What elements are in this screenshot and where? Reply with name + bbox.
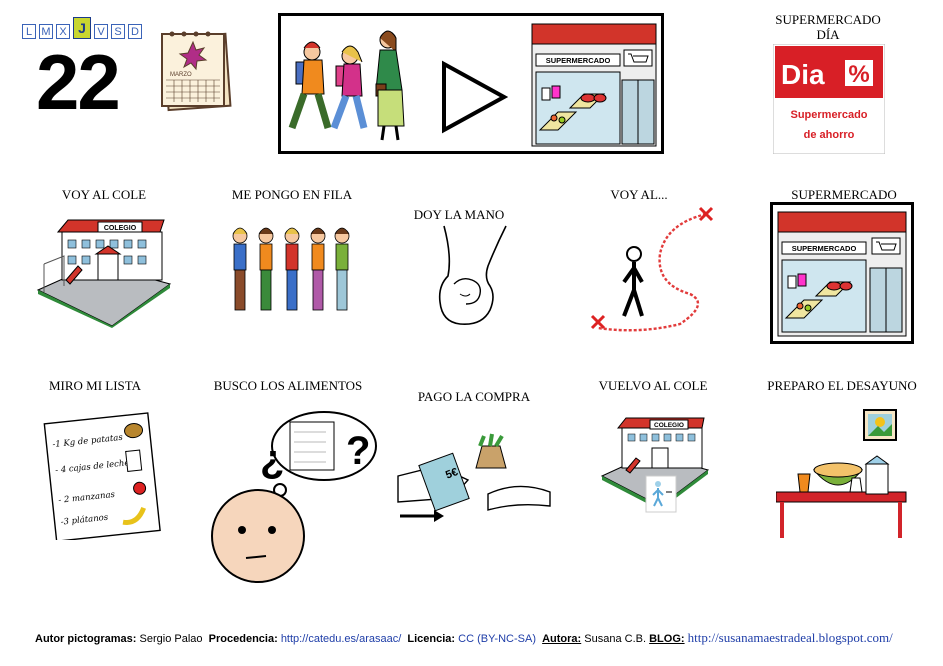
- return-school-icon: COLEGIO: [600, 417, 710, 513]
- thinking-face-icon: ¿ ?: [211, 411, 377, 583]
- banner-walk-to-supermarket: [278, 13, 664, 154]
- store-header-line1: SUPERMERCADO: [775, 12, 881, 27]
- step-pago-label: PAGO LA COMPRA: [417, 389, 531, 404]
- banknote-value: 5€: [444, 466, 460, 481]
- school-sign: COLEGIO: [104, 225, 137, 232]
- footer-blog-link[interactable]: http://susanamaestradeal.blogspot.com/: [687, 630, 893, 645]
- footer-author-value: Sergio Palao: [139, 633, 203, 645]
- calendar-month: MARZO: [170, 72, 192, 78]
- calendar-icon: MARZO: [161, 31, 232, 112]
- paying-icon: 5€: [397, 433, 551, 522]
- store-sign-text: SUPERMERCADO: [546, 56, 611, 65]
- question-close-icon: ?: [346, 429, 370, 473]
- day-number: 22: [36, 38, 121, 126]
- store-header: SUPERMERCADO DÍA: [772, 12, 884, 42]
- step-voy-al-label: VOY AL...: [610, 187, 668, 202]
- weekday-d: D: [128, 24, 142, 39]
- step-mano-label: DOY LA MANO: [413, 207, 505, 222]
- shopping-list-icon: -1 Kg de patatas - 4 cajas de leche - 2 …: [43, 412, 161, 540]
- step-lista-label: MIRO MI LISTA: [48, 378, 142, 393]
- footer-license-key: Licencia:: [407, 633, 456, 645]
- store-header-line2: DÍA: [816, 27, 840, 42]
- footer-blog-key: BLOG:: [649, 633, 685, 645]
- weekday-strip: L M X J V S D: [22, 17, 142, 39]
- framed-store-sign: SUPERMERCADO: [792, 244, 857, 253]
- holding-hands-icon: [438, 225, 507, 326]
- dia-logo-symbol: %: [848, 61, 869, 88]
- credits-footer: Autor pictogramas: Sergio Palao Proceden…: [35, 630, 893, 646]
- step-desayuno-label: PREPARO EL DESAYUNO: [767, 378, 917, 393]
- breakfast-table-icon: [776, 409, 907, 538]
- supermarket-icon: SUPERMERCADO: [531, 23, 657, 147]
- weekday-j-active: J: [73, 17, 91, 39]
- step-fila-label: ME PONGO EN FILA: [231, 187, 353, 202]
- route-path-icon: [590, 206, 714, 332]
- step-voy-al-cole-label: VOY AL COLE: [61, 187, 147, 202]
- footer-license-link[interactable]: CC (BY-NC-SA): [458, 633, 536, 645]
- supermarket-framed-icon: SUPERMERCADO: [770, 202, 914, 344]
- step-alimentos-label: BUSCO LOS ALIMENTOS: [213, 378, 363, 393]
- dia-logo: Dia % Supermercado de ahorro: [773, 44, 885, 154]
- weekday-l: L: [22, 24, 36, 39]
- weekday-s: S: [111, 24, 125, 39]
- dia-logo-sub1: Supermercado: [790, 109, 867, 121]
- footer-by-value: Susana C.B.: [584, 633, 647, 645]
- footer-by-key: Autora:: [542, 633, 582, 645]
- weekday-x: X: [56, 24, 70, 39]
- dia-logo-sub2: de ahorro: [804, 129, 855, 141]
- dia-logo-brand: Dia: [781, 59, 825, 90]
- return-school-sign: COLEGIO: [654, 422, 684, 429]
- step-vuelvo-label: VUELVO AL COLE: [598, 378, 708, 393]
- school-icon: COLEGIO: [36, 219, 172, 328]
- question-open-icon: ¿: [260, 437, 284, 481]
- line-up-children-icon: [232, 227, 350, 311]
- weekday-v: V: [94, 24, 108, 39]
- step-supermercado-label: SUPERMERCADO: [791, 187, 897, 202]
- list-item-4: -3 plátanos: [60, 512, 109, 528]
- footer-author-key: Autor pictogramas:: [35, 633, 137, 645]
- walking-children-icon: [288, 30, 405, 141]
- footer-source-link[interactable]: http://catedu.es/arasaac/: [280, 633, 402, 645]
- play-arrow-icon: [442, 60, 508, 134]
- footer-source-key: Procedencia:: [208, 633, 278, 645]
- weekday-m: M: [39, 24, 53, 39]
